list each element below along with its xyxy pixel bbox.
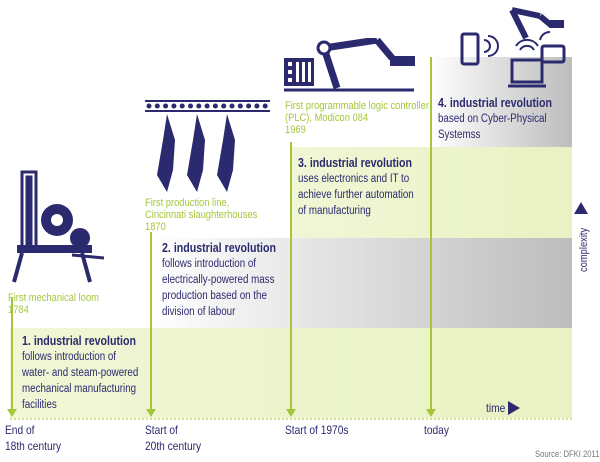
arrow-down-icon [146,409,156,417]
production-line-icon [145,100,270,192]
conveyor-dot [254,103,260,109]
timeline-line-3 [290,142,292,410]
milestone-plc: First programmable logic controller(PLC)… [285,100,429,136]
cyber-physical-devices-icon [460,7,566,88]
baseline [10,418,572,420]
complexity-axis-label: complexity [578,227,590,272]
conveyor-dot [221,103,227,109]
arrow-down-icon [426,409,436,417]
arrow-down-icon [7,409,17,417]
band-4 [430,57,572,147]
conveyor-dot [154,103,160,109]
conveyor-dot [229,103,235,109]
conveyor-dot [196,103,202,109]
conveyor-dot [246,103,252,109]
time-axis-label: time [486,401,506,415]
timeline-label-3: Start of 1970s [285,423,349,437]
timeline-label-4: today [424,423,449,437]
time-arrow-icon [508,401,520,415]
source-label: Source: DFKI 2011 [535,449,600,459]
conveyor-dot [179,103,185,109]
timeline-line-1 [11,298,13,410]
timeline-line-2 [150,232,152,410]
conveyor-dot [212,103,218,109]
complexity-arrow-icon [574,202,588,214]
conveyor-dot [262,103,268,109]
plc-robot-icon [284,38,415,92]
arrow-down-icon [286,409,296,417]
conveyor-dot [188,103,193,109]
milestone-production-line: First production line,Cincinnati slaught… [145,197,258,233]
timeline-line-4 [430,57,432,410]
conveyor-dot [237,103,243,109]
conveyor-dot [171,103,177,109]
mechanical-loom-icon [12,170,105,283]
conveyor-dot [163,103,169,109]
band-2 [150,238,572,328]
conveyor-dot [204,103,210,109]
conveyor-dot [146,103,152,109]
